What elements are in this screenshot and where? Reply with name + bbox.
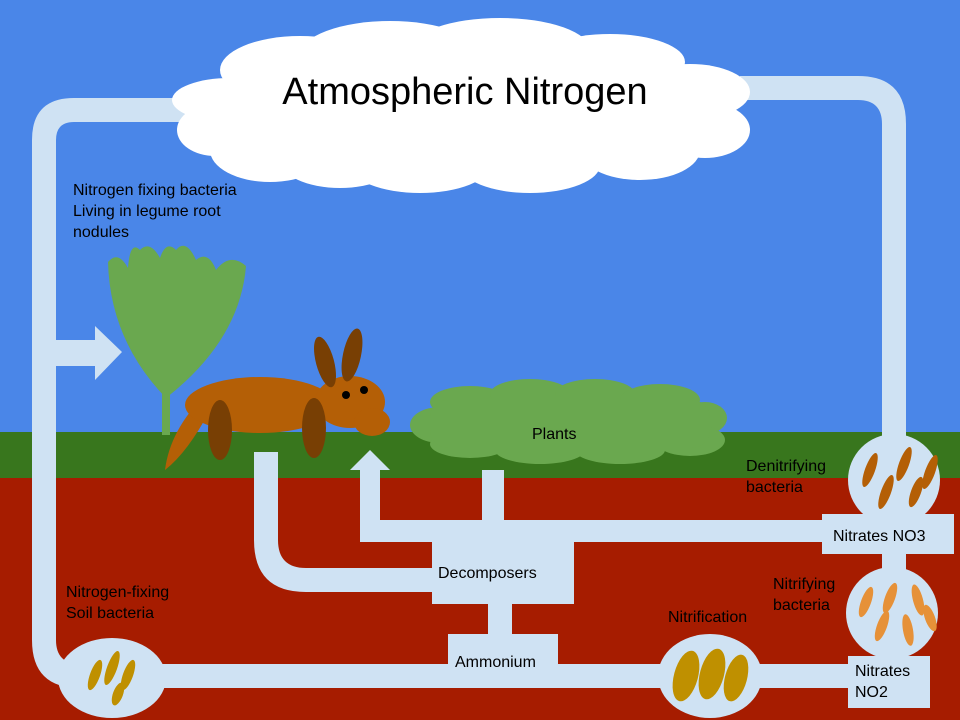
nitrates-no3-box <box>822 514 954 554</box>
right-pipe <box>740 76 906 460</box>
animal-pipe <box>254 452 440 592</box>
decomposers-box <box>432 540 574 604</box>
nitrifying-label: Nitrifying bacteria <box>773 576 836 614</box>
nitrates-no3-label: Nitrates NO3 <box>833 528 926 545</box>
nitrates-no2-label: Nitrates NO2 <box>855 663 911 701</box>
legume-bacteria-label: Nitrogen fixing bacteria Living in legum… <box>73 182 237 241</box>
soil-bacteria-node <box>58 638 166 718</box>
nitrifying-node <box>846 567 938 659</box>
ammonium-box <box>448 634 558 676</box>
arrow-to-legume <box>56 326 122 380</box>
plants-bush <box>410 379 727 464</box>
decomposers-label: Decomposers <box>438 565 537 582</box>
nitrification-node <box>658 634 762 718</box>
nitrates-no2-box <box>848 656 930 708</box>
left-pipe <box>32 98 200 688</box>
soil-bacteria-label: Nitrogen-fixing Soil bacteria <box>66 584 170 622</box>
animal <box>165 328 390 470</box>
cloud <box>172 18 750 193</box>
nitrification-label: Nitrification <box>668 609 748 626</box>
no3-pipe <box>360 520 830 542</box>
denitrifying-label: Denitrifying bacteria <box>746 458 827 496</box>
diagram-title: Atmospheric Nitrogen <box>282 71 648 113</box>
denitrifying-node <box>848 434 940 526</box>
plants-pipe <box>482 470 504 550</box>
ammonium-label: Ammonium <box>455 654 536 671</box>
plants-label: Plants <box>532 426 577 443</box>
decomposer-ammonium-pipe <box>488 604 512 636</box>
legume-plant <box>108 245 246 435</box>
arrow-to-plants <box>350 450 390 542</box>
